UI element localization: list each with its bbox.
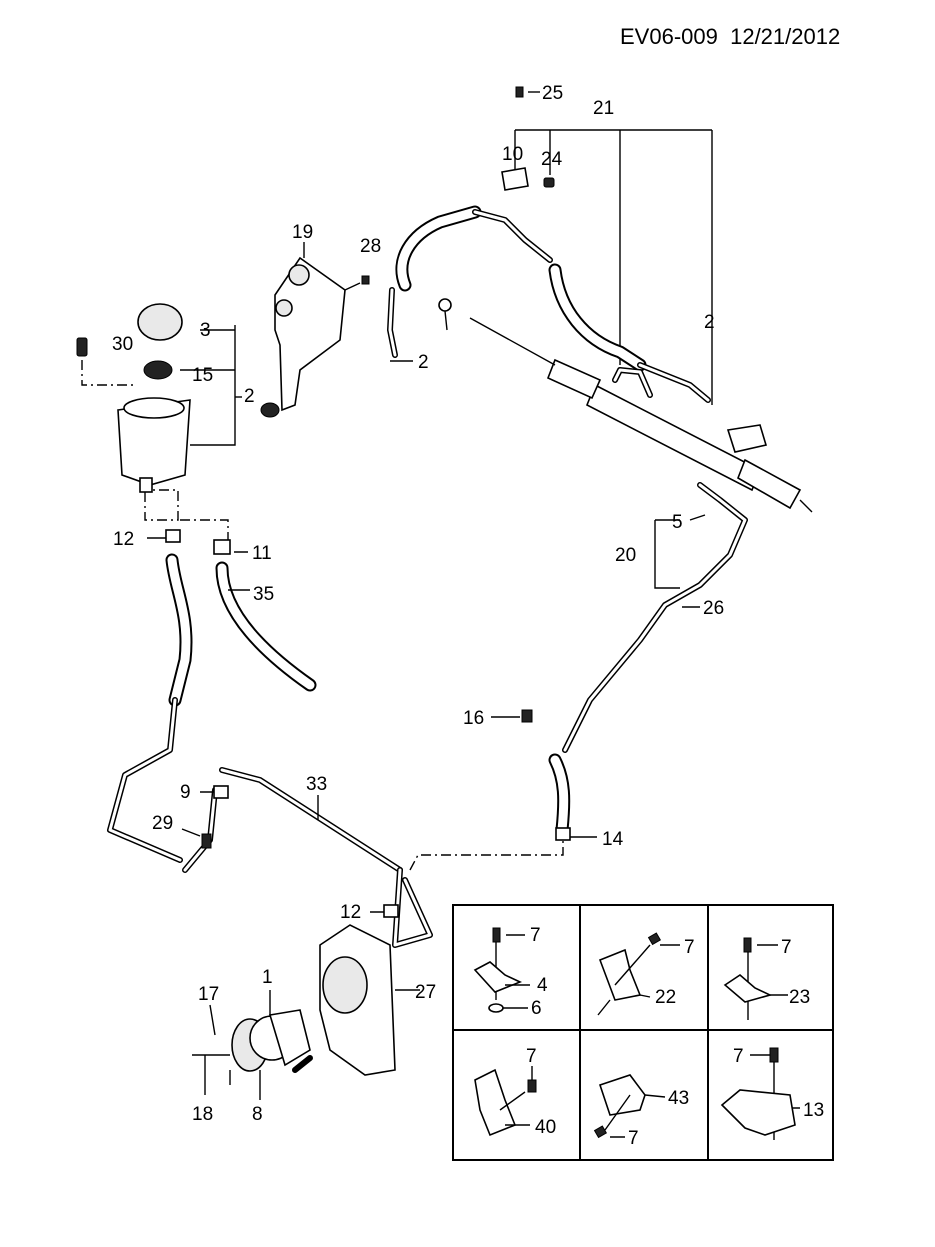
inset-3-label-7: 7 [781, 937, 792, 958]
inset-1-label-4: 4 [537, 975, 548, 996]
callout-20: 20 [615, 545, 636, 566]
inset-frame [452, 904, 834, 1161]
inset-cell-3: 7 23 [723, 937, 810, 1020]
callout-5: 5 [672, 512, 683, 533]
callout-16: 16 [463, 708, 484, 729]
callout-18: 18 [192, 1104, 213, 1125]
callout-28: 28 [360, 236, 381, 257]
bracket-kit-group: 25 21 10 24 [501, 83, 713, 405]
callout-2-reservoir: 2 [244, 386, 255, 407]
inset-4-label-7: 7 [526, 1046, 537, 1067]
steering-gear-assembly: 2 2 [387, 205, 813, 513]
inset-5-label-43: 43 [668, 1088, 689, 1109]
callout-12-lower: 12 [340, 902, 361, 923]
inset-2-label-22: 22 [655, 987, 676, 1008]
callout-2-hose: 2 [418, 352, 429, 373]
inset-cell-6: 7 13 [720, 1046, 824, 1140]
callout-12-upper: 12 [113, 529, 134, 550]
callout-25: 25 [542, 83, 563, 104]
callout-35: 35 [253, 584, 274, 605]
reservoir-bracket: 19 28 [260, 222, 381, 418]
inset-cell-1: 7 4 6 [473, 925, 548, 1019]
inset-cell-5: 43 7 [593, 1074, 689, 1149]
document-header: EV06-009 12/21/2012 [620, 24, 840, 50]
inset-4-label-40: 40 [535, 1117, 556, 1138]
callout-21: 21 [593, 98, 614, 119]
inset-cell-2: 7 22 [597, 932, 695, 1016]
inset-5-label-7: 7 [628, 1128, 639, 1149]
reservoir-assembly: 3 30 15 2 [76, 303, 255, 493]
callout-19: 19 [292, 222, 313, 243]
callout-9: 9 [180, 782, 191, 803]
callout-10: 10 [502, 144, 523, 165]
callout-30: 30 [112, 334, 133, 355]
inset-2-label-7: 7 [684, 937, 695, 958]
callout-3: 3 [200, 320, 211, 341]
inset-3-label-23: 23 [789, 987, 810, 1008]
callout-11: 11 [252, 543, 272, 564]
document-code: EV06-009 [620, 24, 718, 49]
callout-2-rack: 2 [704, 312, 715, 333]
cooler-line: 9 33 12 [180, 767, 564, 948]
inset-cell-4: 7 40 [474, 1046, 556, 1138]
inset-6-label-13: 13 [803, 1100, 824, 1121]
pressure-hose-line: 5 20 26 16 14 [463, 482, 748, 850]
return-hose-lines: 12 11 35 29 [107, 489, 317, 873]
callout-29: 29 [152, 813, 173, 834]
callout-27: 27 [415, 982, 436, 1003]
callout-17: 17 [198, 984, 219, 1005]
callout-33: 33 [306, 774, 327, 795]
inset-1-label-7: 7 [530, 925, 541, 946]
callout-14: 14 [602, 829, 624, 850]
callout-15: 15 [192, 365, 213, 386]
callout-26: 26 [703, 598, 724, 619]
callout-1: 1 [262, 967, 273, 988]
pump-assembly: 27 1 17 18 8 [192, 924, 436, 1125]
inset-1-label-6: 6 [531, 998, 542, 1019]
inset-6-label-7: 7 [733, 1046, 744, 1067]
callout-24: 24 [541, 149, 563, 170]
clip-detail-inset: 7 4 6 7 22 7 23 7 40 [452, 904, 834, 1161]
callout-8: 8 [252, 1104, 263, 1125]
document-date: 12/21/2012 [730, 24, 841, 49]
